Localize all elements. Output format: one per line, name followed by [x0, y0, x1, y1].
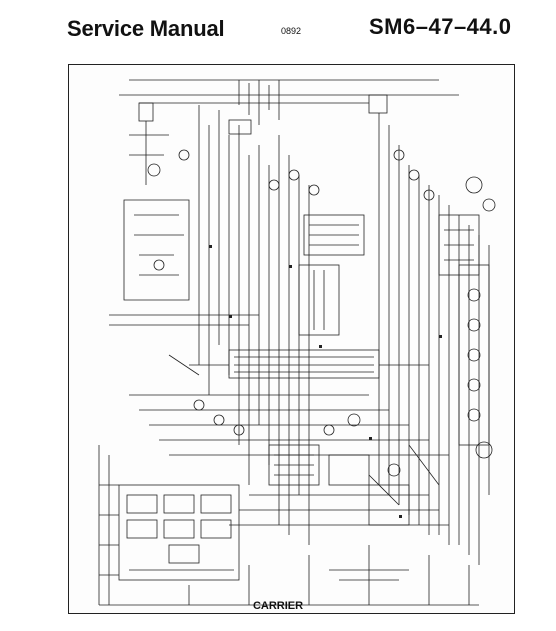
manual-title: Service Manual: [67, 16, 225, 41]
wiring-diagram: [68, 64, 515, 614]
footer-brand-label: CARRIER: [252, 600, 304, 612]
document-number: SM6–47–44.0: [369, 14, 512, 39]
wiring-diagram-drawing: [98, 79, 496, 606]
manual-code: 0892: [281, 26, 302, 36]
